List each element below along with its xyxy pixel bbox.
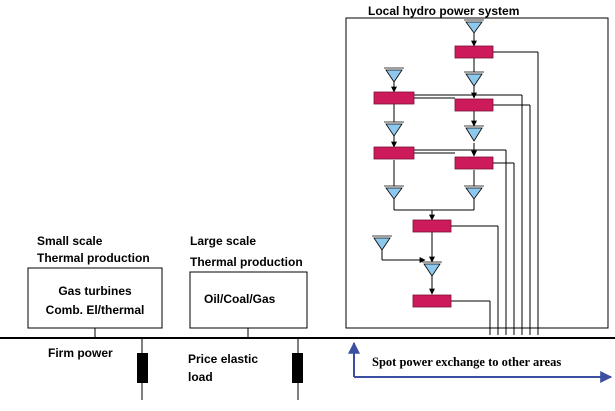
large-scale-box-line1: Oil/Coal/Gas bbox=[204, 292, 276, 306]
hydro-title: Local hydro power system bbox=[368, 4, 519, 18]
large-scale-label-1: Large scale bbox=[190, 234, 256, 248]
turbine-box bbox=[454, 45, 494, 59]
turbine-box bbox=[454, 156, 494, 170]
reservoir-icon bbox=[372, 235, 392, 251]
small-scale-box-line1: Gas turbines bbox=[58, 284, 132, 298]
reservoir-icon bbox=[464, 125, 484, 142]
turbine-box bbox=[373, 146, 415, 160]
large-scale-label-2: Thermal production bbox=[190, 255, 303, 269]
reservoirs bbox=[372, 19, 484, 277]
hydro-system-box bbox=[345, 17, 609, 329]
firm-power-load-icon bbox=[137, 353, 148, 383]
small-scale-box bbox=[27, 267, 163, 329]
turbine-box bbox=[454, 98, 494, 112]
small-scale-box-line2: Comb. El/thermal bbox=[46, 303, 145, 317]
small-scale-label-1: Small scale bbox=[37, 234, 103, 248]
turbines bbox=[373, 45, 494, 308]
firm-power-label: Firm power bbox=[48, 346, 113, 360]
turbine-box bbox=[412, 294, 452, 308]
turbine-box bbox=[412, 219, 452, 233]
spot-exchange-label: Spot power exchange to other areas bbox=[372, 355, 561, 369]
price-elastic-label-1: Price elastic bbox=[188, 352, 258, 366]
hydro-flow-lines bbox=[381, 32, 539, 335]
price-elastic-load-icon bbox=[292, 353, 303, 383]
reservoir-icon bbox=[384, 67, 404, 83]
small-scale-label-2: Thermal production bbox=[37, 251, 150, 265]
reservoir-icon bbox=[464, 185, 484, 200]
reservoir-icon bbox=[464, 19, 484, 34]
reservoir-icon bbox=[422, 261, 442, 277]
price-elastic-label-2: load bbox=[188, 370, 213, 384]
reservoir-icon bbox=[464, 71, 484, 87]
turbine-box bbox=[373, 91, 415, 105]
reservoir-icon bbox=[384, 121, 404, 137]
reservoir-icon bbox=[384, 185, 404, 200]
large-scale-box bbox=[189, 271, 308, 329]
